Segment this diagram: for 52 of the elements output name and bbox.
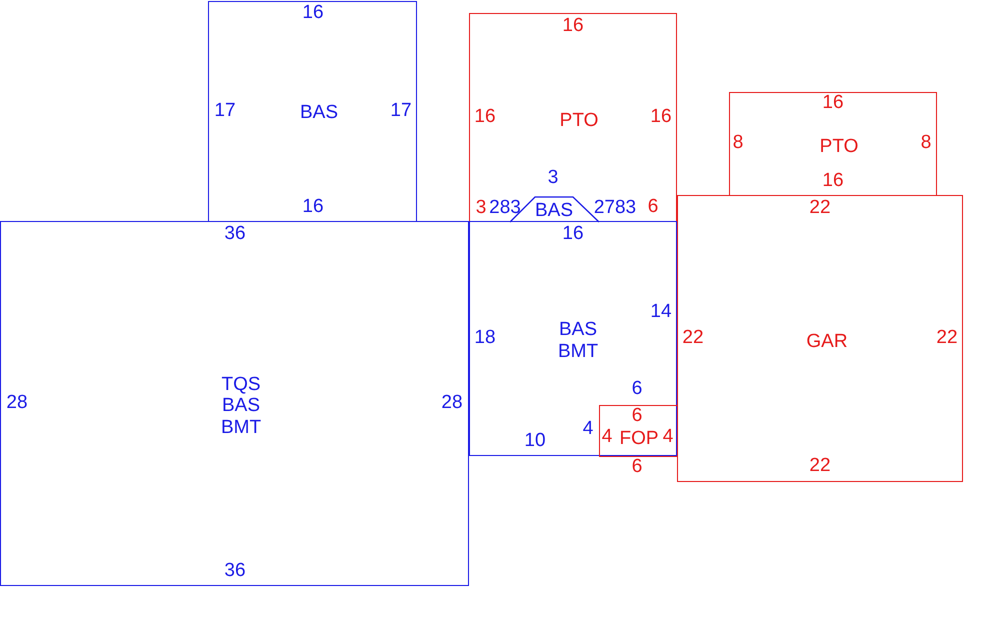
- dimension-label: 6: [648, 197, 658, 217]
- area-outline: [469, 221, 677, 456]
- dimension-label: 28: [6, 393, 28, 413]
- dimension-label: 4: [602, 427, 612, 447]
- dimension-label: 16: [302, 197, 324, 217]
- area-label: BAS: [558, 320, 598, 340]
- dimension-label: 28: [441, 393, 463, 413]
- area-label: BMT: [220, 418, 262, 438]
- dimension-label: 14: [650, 302, 672, 322]
- dimension-label: 36: [224, 224, 246, 244]
- area-label: GAR: [806, 332, 848, 352]
- dimension-label: 6: [632, 406, 642, 426]
- area-label: BAS: [534, 201, 574, 221]
- dimension-label: 8: [920, 133, 932, 153]
- dimension-label: 16: [562, 224, 584, 244]
- dimension-label: 6: [632, 379, 642, 399]
- dimension-label: 16: [650, 107, 672, 127]
- dimension-label: 18: [474, 328, 496, 348]
- area-outline: [469, 13, 677, 222]
- dimension-label: 283: [489, 198, 521, 218]
- dimension-label: 16: [822, 171, 844, 191]
- dimension-label: 16: [562, 16, 584, 36]
- dimension-label: 3: [476, 198, 486, 218]
- dimension-label: 22: [682, 328, 704, 348]
- dimension-label: 2783: [594, 198, 636, 218]
- area-outline: [0, 221, 469, 586]
- area-outline: [208, 1, 417, 222]
- area-label: BMT: [558, 342, 598, 362]
- dimension-label: 4: [582, 419, 594, 439]
- dimension-label: 16: [474, 107, 496, 127]
- area-label: PTO: [560, 111, 598, 131]
- area-outline: [677, 195, 963, 482]
- dimension-label: 16: [302, 3, 324, 23]
- dimension-label: 16: [822, 93, 844, 113]
- dimension-label: 22: [809, 456, 831, 476]
- dimension-label: 22: [809, 198, 831, 218]
- dimension-label: 17: [390, 101, 412, 121]
- area-label: TQS: [221, 375, 261, 395]
- dimension-label: 22: [936, 328, 958, 348]
- dimension-label: 17: [214, 101, 236, 121]
- dimension-label: 3: [548, 168, 558, 188]
- area-outline: [729, 92, 937, 196]
- dimension-label: 36: [224, 561, 246, 581]
- area-label: PTO: [820, 137, 858, 157]
- dimension-label: 6: [632, 457, 642, 477]
- dimension-label: 4: [662, 427, 674, 447]
- area-outline: [599, 405, 678, 457]
- area-label: BAS: [300, 103, 338, 123]
- area-label: BAS: [222, 396, 260, 416]
- area-label: FOP: [619, 429, 659, 449]
- dimension-label: 10: [524, 431, 546, 451]
- dimension-label: 8: [732, 133, 744, 153]
